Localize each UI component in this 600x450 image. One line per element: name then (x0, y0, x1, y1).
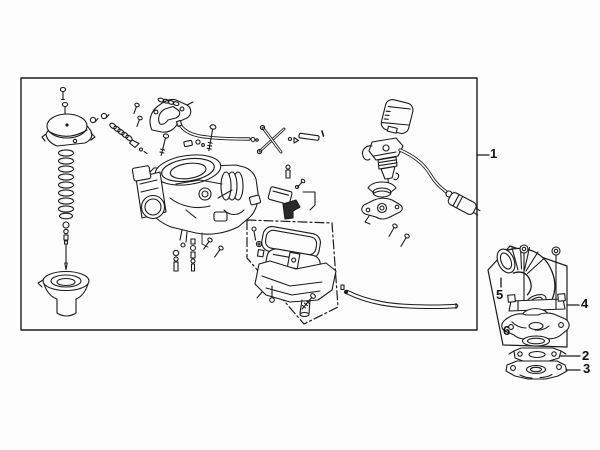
clamp-screw-icon (400, 233, 410, 247)
callout-3-label: 3 (583, 361, 591, 376)
choke-connector (447, 192, 481, 216)
jet-needle-icon (63, 240, 69, 271)
float-pin-clip (302, 191, 316, 211)
choke-cover-cap (380, 99, 414, 135)
float-chamber-subassembly (246, 219, 339, 325)
choke-wire (398, 148, 453, 198)
vacuum-chamber-parts-group (37, 86, 96, 317)
body-screw-icon (206, 124, 217, 152)
adjuster-small-parts-group (89, 102, 148, 155)
bracket-spring-icon (157, 97, 180, 107)
fuel-hose-top (175, 119, 259, 143)
valve-screw-icon (297, 178, 306, 188)
callout-2-label: 2 (582, 348, 590, 363)
intake-manifold (501, 293, 570, 347)
chamber-screw-icon (251, 226, 257, 241)
compression-spring-icon (57, 149, 75, 220)
crossed-screws-icon (256, 124, 286, 155)
choke-clamp-plates (361, 181, 403, 225)
callout-4-label: 4 (581, 296, 589, 311)
auto-choke-group (361, 99, 481, 247)
jet-screw-icon (203, 237, 213, 250)
adjuster-spring-icon (109, 122, 133, 142)
jet-screw-icon (214, 245, 224, 258)
jets-group (172, 237, 224, 272)
carburetor-body-group (131, 124, 262, 248)
chamber-bolt-icon (269, 285, 275, 303)
manifold-bolt-icon (519, 244, 529, 309)
slow-jet-icon (172, 249, 180, 272)
clamp-screw-icon (388, 223, 398, 237)
callout-6-label: 6 (503, 323, 511, 338)
choke-valve-body (362, 137, 404, 190)
cover-screw-icon (61, 101, 69, 116)
throttle-cable-bracket (149, 97, 194, 133)
bracket-screw-icon (136, 115, 143, 128)
drain-hose (340, 284, 459, 310)
body-screw-icon (159, 133, 170, 156)
float-chamber-body (254, 260, 337, 318)
drain-screw-icon (301, 293, 316, 310)
manifold-gasket (508, 347, 567, 362)
callout-5-label: 5 (496, 287, 504, 302)
needle-holder-parts (62, 221, 70, 241)
main-assembly-border (20, 77, 478, 331)
carburetor-top-cover (41, 113, 96, 147)
intake-assembly-group (487, 244, 581, 380)
carburetor-insulator (505, 360, 568, 380)
float-chamber-border (246, 219, 339, 325)
float-valve-group (267, 164, 316, 220)
vacuum-piston-diaphragm (37, 270, 90, 317)
cover-screw-icon (59, 86, 67, 101)
hose-joint-parts (287, 130, 325, 144)
callout-1-label: 1 (490, 146, 498, 161)
bracket-screw-icon (133, 102, 140, 115)
main-jet-icon (189, 238, 197, 272)
float-valve-seat (282, 199, 301, 220)
